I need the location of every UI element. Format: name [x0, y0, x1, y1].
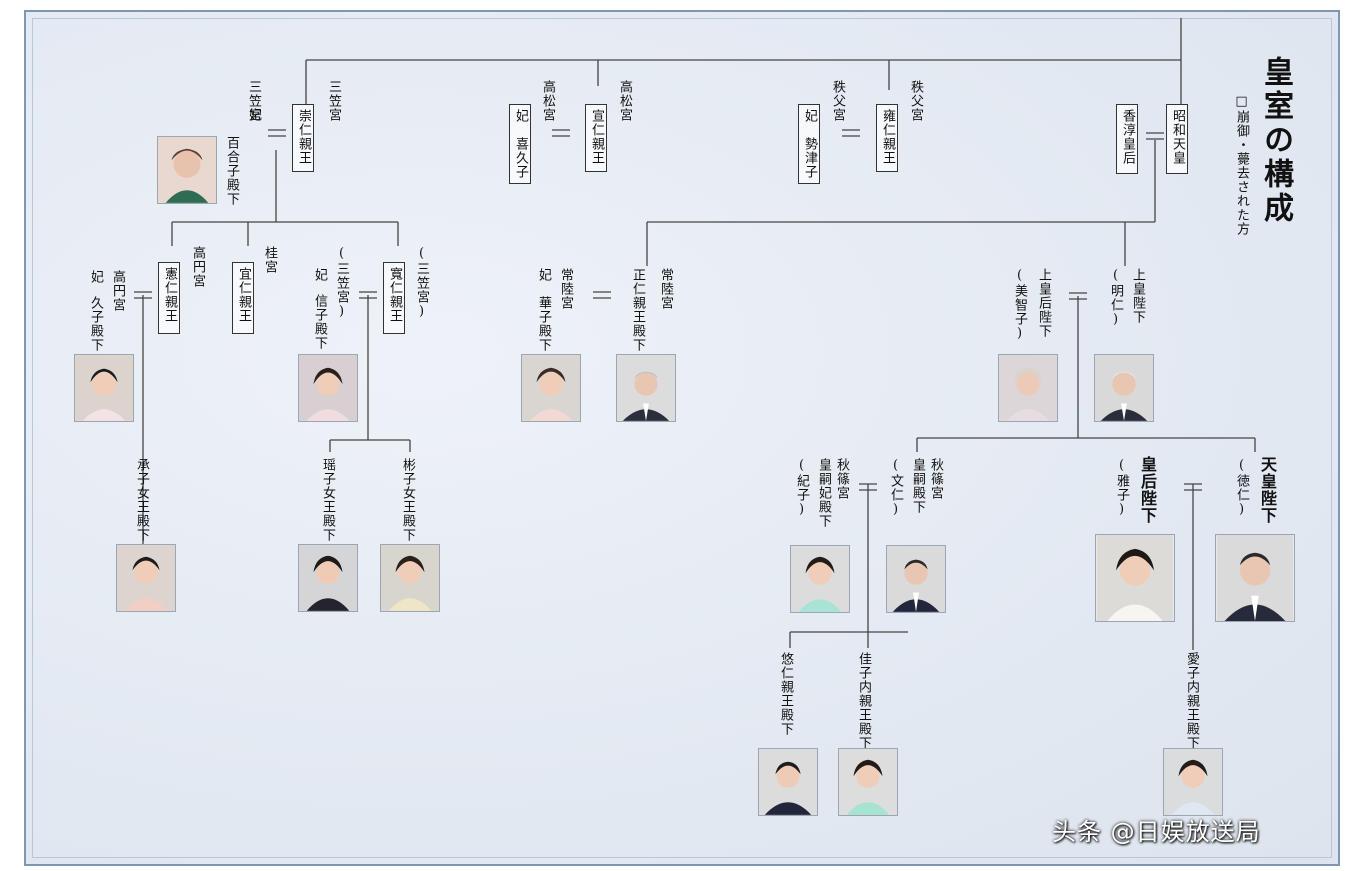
joko-title: 上皇陛下: [1130, 268, 1145, 324]
tomohito-daughter1-name: 瑶子女王殿下: [320, 458, 335, 542]
takamado-wife-name: 久子殿下: [88, 296, 103, 352]
line-joko-children: [916, 296, 1256, 452]
mikasa-wife-house: 三笠宮: [246, 80, 261, 122]
chichibu-wife-house: 秩父宮: [830, 80, 845, 122]
line-mikasa-children: [171, 150, 399, 246]
katsura-house: 桂宮: [262, 246, 277, 274]
tomohito-wife-label: 妃: [312, 268, 327, 282]
chichibu-prince-box: 雍仁親王: [876, 104, 898, 172]
line-tomohito-daughters: [329, 295, 411, 452]
mikasa-house: 三笠宮: [326, 80, 341, 122]
akishino-wife-house: 秋篠宮: [834, 458, 849, 500]
photo-hanako: [521, 354, 581, 422]
takamatsu-wife-house: 高松宮: [540, 80, 555, 122]
photo-hitachi: [616, 354, 676, 422]
marriage-mark-joko: [1069, 292, 1087, 300]
photo-yoko: [298, 544, 358, 612]
photo-fumihito: [886, 545, 946, 613]
marriage-mark-tomohito: [359, 291, 377, 299]
photo-nobuko: [298, 354, 358, 422]
inner-border: [32, 18, 1332, 858]
legend-note: □崩御・薨去された方: [1234, 94, 1249, 236]
akishino-title: 皇嗣殿下: [910, 458, 925, 514]
tomohito-wife-house: (三笠宮): [334, 246, 349, 320]
takamado-house: 高円宮: [190, 246, 205, 288]
tenno-name: (徳仁): [1234, 458, 1249, 518]
marriage-mark-takamatsu: [552, 129, 570, 137]
chichibu-wife-label: 妃: [802, 109, 817, 123]
photo-yuriko: [157, 136, 217, 204]
marriage-mark-tenno: [1184, 483, 1202, 491]
chichibu-house: 秩父宮: [908, 80, 923, 122]
akishino-house: 秋篠宮: [928, 458, 943, 500]
takamado-daughter-name: 承子女王殿下: [134, 458, 149, 542]
hitachi-wife-name: 華子殿下: [536, 296, 551, 352]
takamado-wife-house: 高円宮: [110, 270, 125, 312]
mikasa-prince-box: 崇仁親王: [292, 104, 314, 172]
takamatsu-prince-box: 宣仁親王: [585, 104, 607, 172]
line-akishino-children: [789, 484, 908, 648]
photo-kiko: [790, 545, 850, 613]
takamatsu-house: 高松宮: [617, 80, 632, 122]
line-sibling-drops: [305, 60, 890, 106]
hitachi-house: 常陸宮: [658, 268, 673, 310]
tomohito-wife-name: 信子殿下: [312, 294, 327, 350]
kogo-title: 皇后陛下: [1138, 456, 1157, 524]
marriage-mark-chichibu: [842, 129, 860, 137]
marriage-mark-mikasa: [268, 129, 286, 137]
kogo-name: (雅子): [1114, 458, 1129, 518]
aiko-name: 愛子内親王殿下: [1184, 652, 1199, 750]
photo-akiko: [380, 544, 440, 612]
takamado-prince-box: 憲仁親王: [158, 262, 180, 334]
takamatsu-wife-label: 妃: [513, 109, 528, 123]
page-title: 皇室の構成: [1258, 56, 1293, 226]
akishino-name: (文仁): [888, 458, 903, 518]
marriage-mark-akishino: [859, 483, 877, 491]
hisahito-name: 悠仁親王殿下: [778, 652, 793, 736]
watermark: 头条 @日娱放送局: [1052, 818, 1261, 846]
mikasa-wife-label: 妃: [246, 108, 261, 122]
tomohito-daughter2-name: 彬子女王殿下: [400, 458, 415, 542]
showa-emperor-box: 昭和天皇: [1166, 104, 1188, 174]
kako-name: 佳子内親王殿下: [856, 652, 871, 750]
jokogo-name: (美智子): [1012, 268, 1027, 342]
marriage-mark-showa: [1146, 132, 1164, 140]
line-showa-children: [646, 140, 1156, 266]
photo-akihito: [1094, 354, 1154, 422]
jokogo-title: 上皇后陛下: [1036, 268, 1051, 338]
hitachi-prince-name: 正仁親王殿下: [630, 268, 645, 352]
tomohito-house: (三笠宮): [414, 246, 429, 320]
katsura-prince-box: 宜仁親王: [232, 262, 254, 334]
takamatsu-wife-box: 妃 喜久子: [509, 104, 531, 184]
takamado-wife-label: 妃: [88, 270, 103, 284]
mikasa-wife-name: 百合子殿下: [224, 136, 239, 206]
hitachi-wife-house: 常陸宮: [558, 268, 573, 310]
photo-tsuguko: [116, 544, 176, 612]
photo-hisahito: [758, 748, 818, 816]
joko-name: (明仁): [1108, 268, 1123, 328]
chichibu-wife-box: 妃 勢津子: [798, 104, 820, 184]
photo-aiko: [1163, 748, 1223, 816]
marriage-mark-hitachi: [593, 291, 611, 299]
photo-masako: [1095, 534, 1175, 622]
akishino-wife-name: (紀子): [794, 458, 809, 518]
marriage-mark-takamado: [134, 291, 152, 299]
hitachi-wife-label: 妃: [536, 268, 551, 282]
chichibu-wife-name: 勢津子: [802, 137, 817, 179]
akishino-wife-title: 皇嗣妃殿下: [816, 458, 831, 528]
photo-naruhito: [1215, 534, 1295, 622]
photo-hisako: [74, 354, 134, 422]
kojun-empress-box: 香淳皇后: [1116, 104, 1138, 174]
photo-kako: [838, 748, 898, 816]
photo-michiko: [998, 354, 1058, 422]
tenno-title: 天皇陛下: [1258, 456, 1277, 524]
tomohito-prince-box: 寬仁親王: [383, 262, 405, 334]
takamatsu-wife-name: 喜久子: [513, 137, 528, 179]
